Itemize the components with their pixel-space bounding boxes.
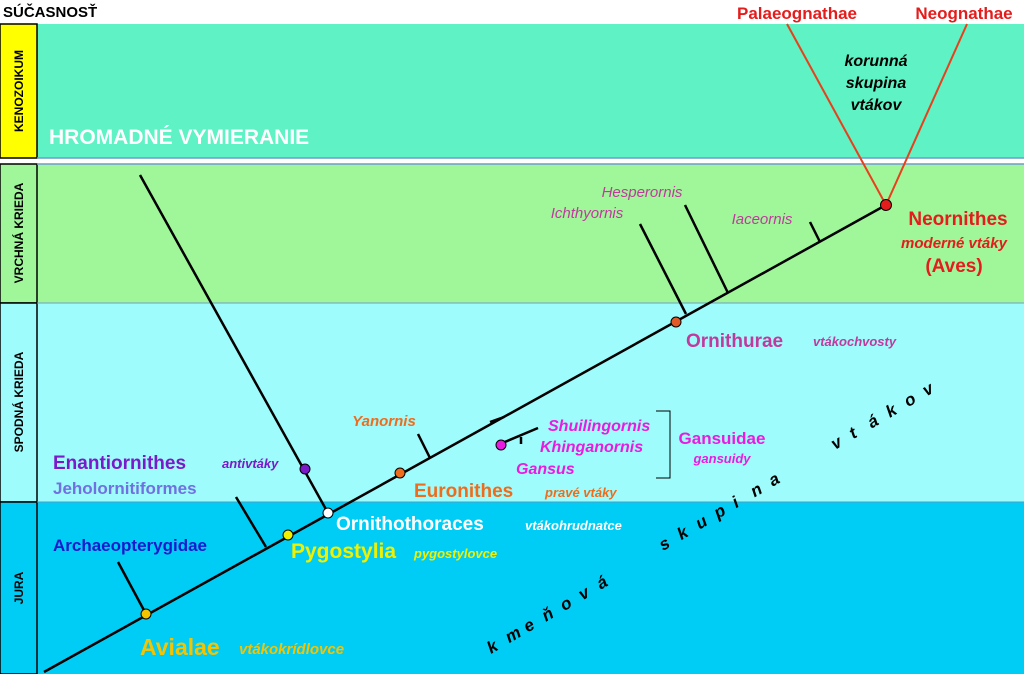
ichthyornis-branch — [638, 223, 688, 315]
label-cell-kenozoikum — [0, 23, 38, 159]
crown-group-line3: vtákov — [851, 97, 903, 114]
node-ornithothoraces — [322, 507, 334, 519]
euronithes-name: Euronithes — [414, 481, 513, 502]
present-label: SÚČASNOSŤ — [3, 3, 97, 21]
enantiornithes-common: antivtáky — [222, 456, 279, 471]
crown-group-line1: korunná — [844, 53, 907, 70]
band-kenozoikum — [0, 24, 1024, 158]
neognathae-label: Neognathae — [915, 4, 1012, 23]
ichthyornis-label: Ichthyornis — [551, 205, 624, 222]
neornithes-common: moderné vtáky — [901, 235, 1008, 252]
avialae-name: Avialae — [140, 634, 220, 660]
period-label-vrchna-krieda: VRCHNÁ KRIEDA — [11, 182, 26, 283]
neornithes-aves: (Aves) — [925, 256, 982, 277]
label-cell-spodna-krieda — [0, 302, 38, 503]
pygostylia-name: Pygostylia — [291, 540, 396, 563]
hesperornis-label: Hesperornis — [602, 184, 683, 201]
yanornis-label: Yanornis — [352, 413, 416, 430]
gansuidae-name: Gansuidae — [679, 429, 766, 448]
shuilingornis-label: Shuilingornis — [548, 418, 650, 435]
enantiornithes-branch — [138, 174, 330, 514]
band-jura — [0, 502, 1024, 674]
archaeopterygidae-label: Archaeopterygidae — [53, 536, 207, 555]
ornithurae-common: vtákochvosty — [813, 334, 897, 349]
iaceornis-branch — [808, 221, 822, 243]
period-label-spodna-krieda: SPODNÁ KRIEDA — [11, 351, 26, 452]
euronithes-common: pravé vtáky — [544, 485, 617, 500]
pygostylia-common: pygostylovce — [413, 546, 497, 561]
enantiornithes-name: Enantiornithes — [53, 453, 186, 474]
gansuidae-branch — [489, 415, 505, 424]
node-avialae — [140, 608, 152, 620]
label-cell-jura — [0, 501, 38, 674]
crown-group-line2: skupina — [846, 75, 907, 92]
node-neornithes — [880, 199, 892, 211]
node-ornithurae — [670, 316, 682, 328]
khinganornis-label: Khinganornis — [540, 439, 643, 456]
iaceornis-label: Iaceornis — [732, 211, 793, 228]
band-vrchna-krieda — [0, 164, 1024, 303]
node-pygostylia — [282, 529, 294, 541]
ornithothoraces-common: vtákohrudnatce — [525, 518, 622, 533]
archaeopterygidae-branch — [116, 561, 148, 615]
node-euronithes — [394, 467, 406, 479]
extinction-label: HROMADNÉ VYMIERANIE — [49, 126, 309, 149]
period-label-kenozoikum: KENOZOIKUM — [12, 50, 26, 132]
gansus-label: Gansus — [516, 461, 575, 478]
gansuidae-bracket — [656, 410, 671, 479]
stem-lineage — [43, 203, 887, 674]
ornithurae-name: Ornithurae — [686, 331, 783, 352]
gansuidae-branch — [499, 426, 539, 446]
jeholornitiformes-branch — [234, 496, 268, 548]
avialae-common: vtákokrídlovce — [239, 641, 344, 658]
yanornis-branch — [416, 433, 432, 459]
ornithothoraces-name: Ornithothoraces — [336, 514, 484, 535]
palaeognathae-branch — [786, 23, 887, 206]
jeholornitiformes-label: Jeholornitiformes — [53, 479, 197, 498]
node-gansuidae — [495, 439, 507, 451]
node-enantiornithes — [299, 463, 311, 475]
hesperornis-branch — [683, 204, 730, 294]
neognathae-branch — [885, 23, 968, 206]
neornithes-name: Neornithes — [908, 209, 1007, 230]
band-spodna-krieda — [0, 303, 1024, 502]
label-cell-vrchna-krieda — [0, 163, 38, 304]
palaeognathae-label: Palaeognathae — [737, 4, 857, 23]
period-label-jura: JURA — [12, 571, 26, 604]
gansuidae-common: gansuidy — [692, 451, 751, 466]
